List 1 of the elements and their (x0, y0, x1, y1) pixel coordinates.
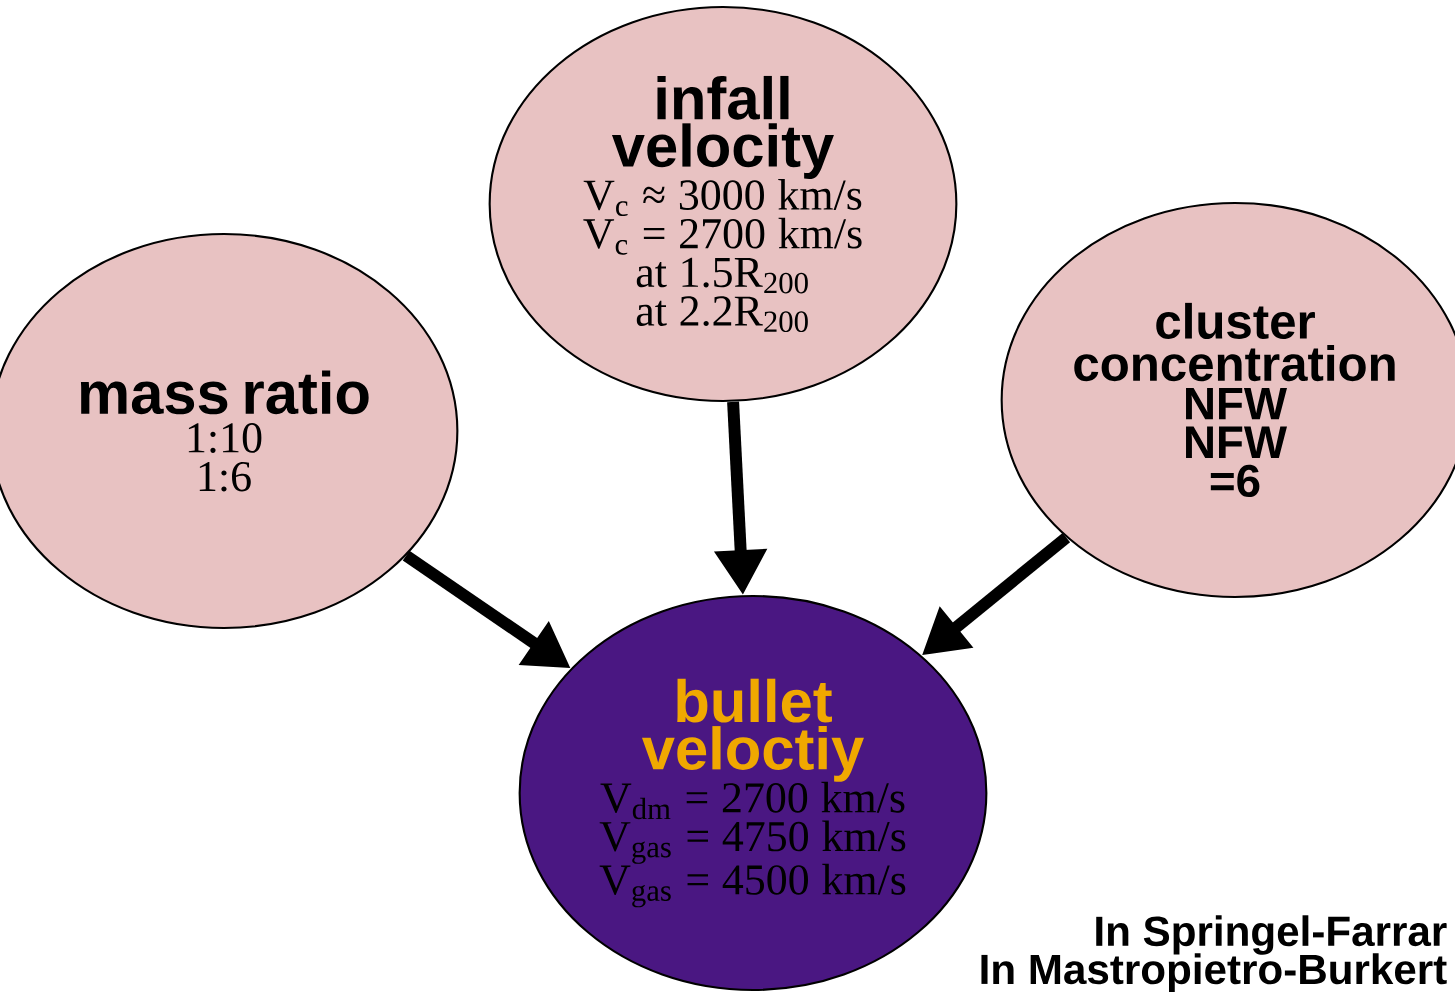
note-text: In Springel-Farrar (1096, 915, 1447, 955)
